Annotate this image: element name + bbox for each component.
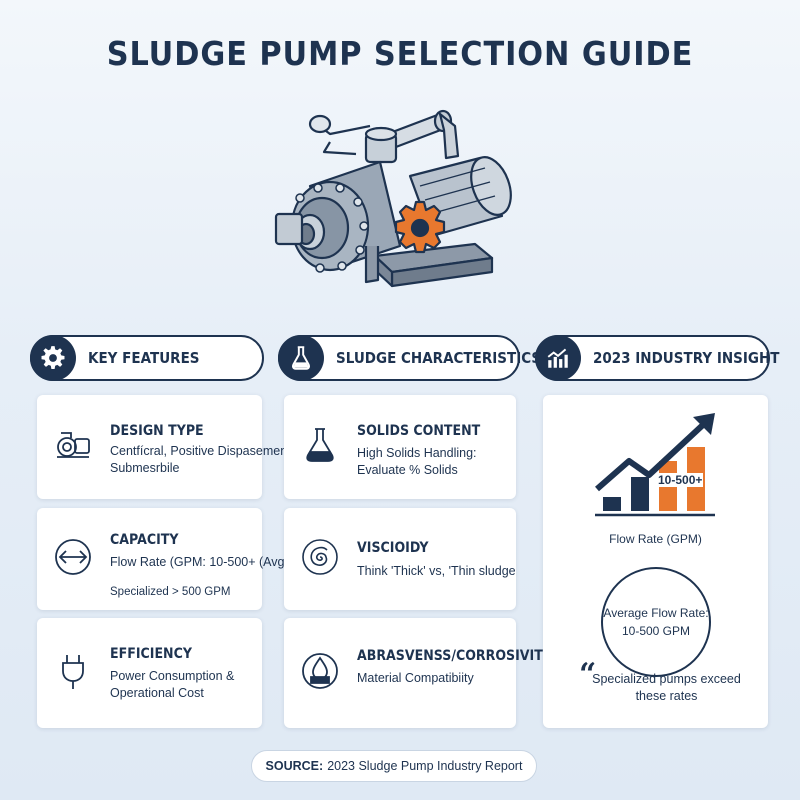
growth-chart-icon [595,413,715,517]
droplet-icon [302,653,338,689]
sludge-pump-illustration [274,109,512,288]
efficiency-line-2: Operational Cost [110,686,204,700]
abrasiveness-card: ABRASVENSS/CORROSIVITY Material Compatib… [284,618,552,728]
sludge-characteristics-label: SLUDGE CHARACTERISTICS [336,349,542,367]
solids-content-card: SOLIDS CONTENT High Solids Handling: Eva… [284,395,516,499]
solids-content-line-1: High Solids Handling: [357,446,477,460]
page-title: SLUDGE PUMP SELECTION GUIDE [106,34,694,73]
capacity-card: CAPACITY Flow Rate (GPM: 10-500+ (Avg) S… [37,508,289,610]
quote-icon: “ [579,657,597,692]
insight-quote: Specialized pumps exceed these rates [543,671,768,705]
flow-rate-label: Flow Rate (GPM) [609,532,702,546]
insight-quote-line-2: these rates [635,689,698,703]
design-type-card: DESIGN TYPE Centfícral, Positive Dispase… [37,395,294,499]
design-type-heading: DESIGN TYPE [110,423,204,439]
plug-icon [62,655,84,689]
capacity-line-1: Flow Rate (GPM: 10-500+ (Avg) [110,555,289,569]
design-type-line-2: Submesrbile [110,461,180,475]
source-badge: SOURCE: 2023 Sludge Pump Industry Report [251,750,537,782]
abrasiveness-line-1: Material Compatibiity [357,671,474,685]
swirl-icon [302,539,338,575]
sludge-characteristics-header: SLUDGE CHARACTERISTICS [278,335,541,381]
industry-insight-header: 2023 INDUSTRY INSIGHT [535,335,779,381]
solids-content-line-2: Evaluate % Solids [357,463,458,477]
insight-quote-line-1: Specialized pumps exceed [592,672,741,686]
average-flow-title: Average Flow Rate: [603,606,709,620]
efficiency-heading: EFFICIENCY [110,646,192,662]
double-arrow-icon [55,539,91,575]
average-flow-circle: Average Flow Rate: 10-500 GPM [601,567,711,677]
industry-insight-card: 10-500+ Flow Rate (GPM) Average Flow Rat… [543,395,768,728]
key-features-label: KEY FEATURES [88,349,200,367]
efficiency-card: EFFICIENCY Power Consumption & Operation… [37,618,262,728]
abrasiveness-heading: ABRASVENSS/CORROSIVITY [357,648,552,664]
gear-icon [30,335,76,381]
bar-value-label: 10-500+ [657,473,704,487]
solids-content-heading: SOLIDS CONTENT [357,423,481,439]
key-features-header: KEY FEATURES [30,335,264,381]
source-label: SOURCE: [265,759,324,773]
capacity-line-2: Specialized > 500 GPM [110,586,231,598]
efficiency-line-1: Power Consumption & [110,669,235,683]
viscosity-heading: VISCIOIDY [357,540,429,556]
flask-icon [306,428,334,462]
viscosity-card: VISCIOIDY Think 'Thick' vs, 'Thin sludge [284,508,516,610]
industry-insight-label: 2023 INDUSTRY INSIGHT [593,349,780,367]
capacity-heading: CAPACITY [110,532,179,548]
flask-icon [278,335,324,381]
source-text: 2023 Sludge Pump Industry Report [327,759,523,773]
viscosity-line-1: Think 'Thick' vs, 'Thin sludge [357,564,516,578]
bar-chart-icon [535,335,581,381]
pump-icon [57,432,90,458]
design-type-line-1: Centfícral, Positive Dispasement, [110,444,295,458]
average-flow-value: 10-500 GPM [621,624,691,638]
